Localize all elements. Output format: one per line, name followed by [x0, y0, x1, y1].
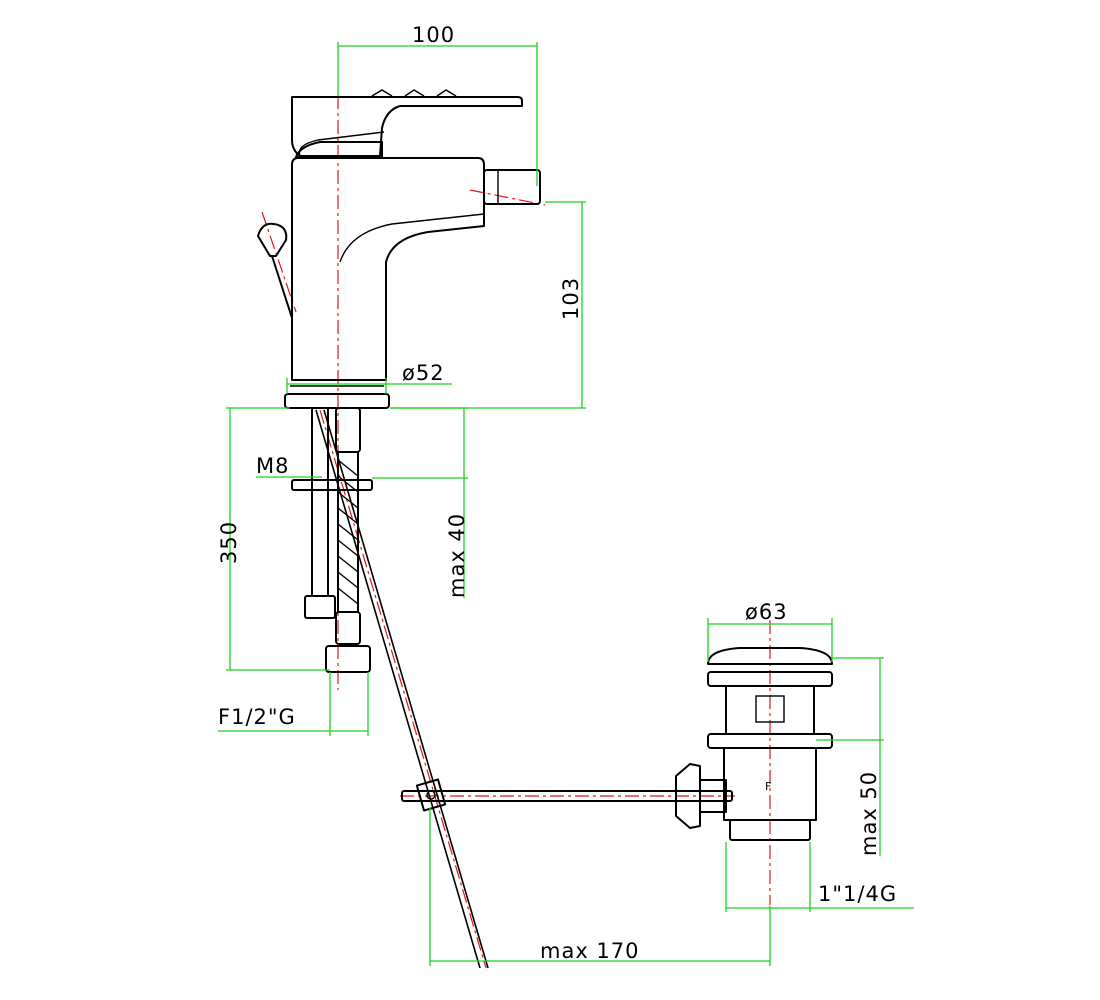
pop-up-rod-edge-left	[315, 409, 481, 969]
rod-clamp-screw	[426, 790, 436, 800]
dimension-lines	[218, 42, 914, 966]
lever-handle-bevel	[371, 89, 457, 97]
dimension-labels: 100 103 ø52 M8 350 max 40 F1/2"G ø63 max…	[217, 23, 897, 963]
pop-up-knob-stem	[271, 255, 293, 319]
threaded-stud	[311, 407, 329, 597]
label-hose-length: 350	[217, 521, 241, 564]
label-mounting-thread: M8	[256, 454, 289, 478]
label-max-rod-distance: max 170	[540, 939, 640, 963]
base-flange	[284, 393, 390, 409]
label-spout-reach: 100	[412, 23, 455, 47]
under-deck-fixings	[291, 407, 373, 673]
waste-plug-cap	[707, 647, 833, 665]
label-hose-connection: F1/2"G	[218, 705, 296, 729]
hose-bottom-fitting	[335, 611, 361, 645]
hose-connection-nut	[325, 645, 371, 673]
spout-outlet-center-line	[469, 189, 546, 206]
braided-hose-pattern	[337, 459, 359, 605]
pop-up-rod	[315, 409, 489, 969]
pop-up-rod-center-line	[319, 409, 487, 969]
label-waste-diameter: ø63	[745, 600, 788, 624]
waste-overflow-slot	[755, 695, 785, 723]
fixing-plate	[291, 479, 373, 491]
handle-center-line	[261, 211, 297, 313]
hose-top-fitting	[335, 407, 361, 453]
mixer-cap	[295, 141, 383, 159]
spout-outlet-nozzle	[483, 169, 541, 205]
rod-gland-body	[699, 779, 727, 813]
label-waste-thread: 1"1/4G	[818, 882, 897, 906]
stud-nut	[304, 595, 336, 619]
horizontal-link-rod	[401, 790, 733, 802]
rod-clamp	[415, 778, 447, 812]
connecting-rod	[401, 778, 733, 812]
waste-thread-end	[729, 819, 811, 841]
label-outlet-height: 103	[559, 277, 583, 320]
part-mark: F	[765, 780, 771, 793]
label-max-deck-thickness: max 40	[445, 513, 469, 598]
pop-up-knob	[257, 222, 288, 257]
rod-gland-nut	[675, 763, 701, 829]
pop-up-rod-edge-right	[323, 409, 489, 969]
pop-up-waste: F	[675, 647, 833, 841]
label-body-diameter: ø52	[402, 361, 445, 385]
lever-handle	[291, 96, 523, 157]
label-max-basin-thickness: max 50	[857, 771, 881, 856]
mixer-body	[257, 89, 541, 409]
mixer-column	[291, 157, 485, 381]
spout-curve-detail	[339, 213, 485, 263]
lever-handle-underside	[298, 131, 385, 157]
